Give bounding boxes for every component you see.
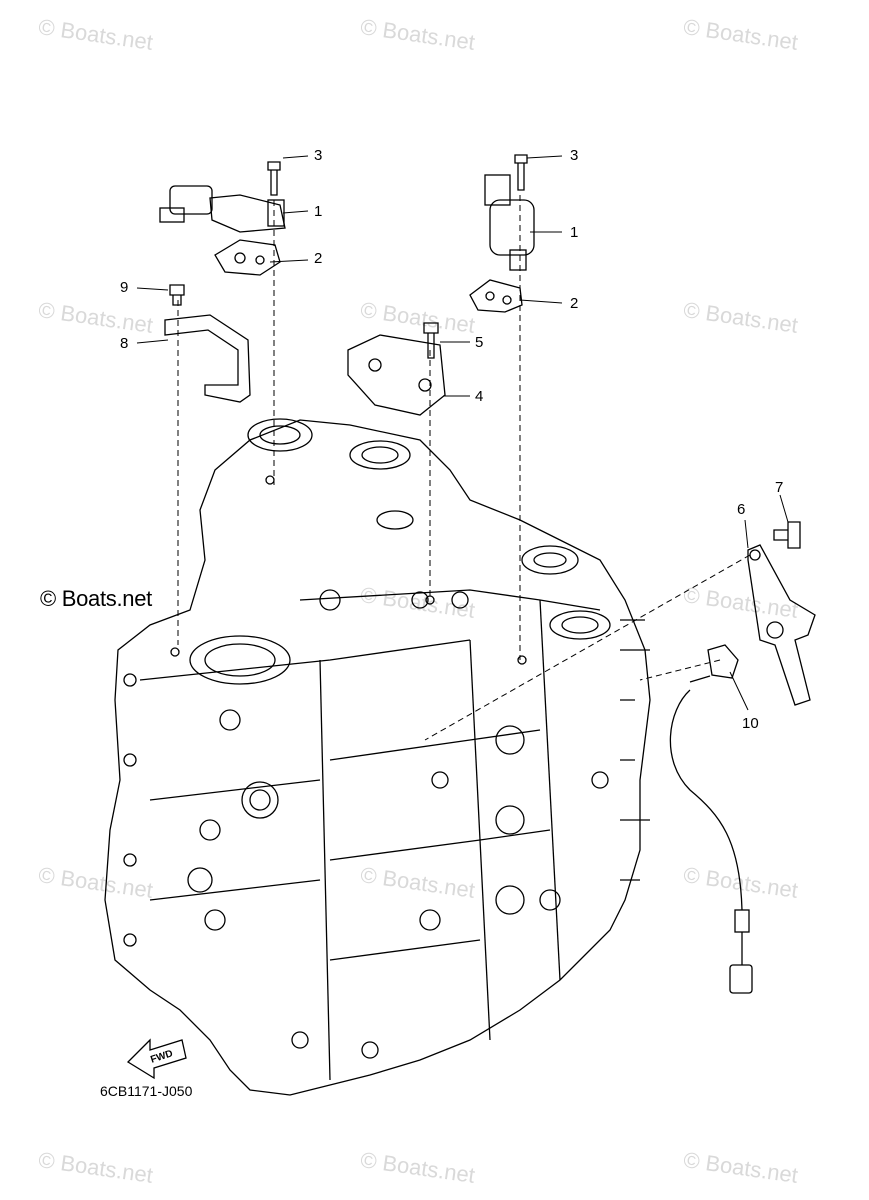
oil-control-valve-right bbox=[484, 174, 535, 271]
callout-3: 3 bbox=[570, 147, 578, 164]
bolt-left bbox=[267, 161, 281, 196]
sensor-bracket bbox=[747, 544, 816, 706]
callout-5: 5 bbox=[475, 334, 483, 351]
cylinder-block-illustration bbox=[104, 418, 651, 1096]
oil-control-valve-left bbox=[159, 185, 286, 233]
bracket bbox=[164, 314, 251, 403]
assembly-lines bbox=[177, 195, 751, 741]
callout-1: 1 bbox=[314, 203, 322, 220]
bolt-bracket bbox=[169, 284, 185, 306]
copyright-label: © Boats.net bbox=[40, 586, 152, 611]
bolt-sensor-bracket bbox=[773, 521, 801, 549]
knock-sensor bbox=[669, 644, 753, 994]
bolt-right bbox=[514, 154, 528, 191]
callout-3: 3 bbox=[314, 147, 322, 164]
callout-1: 1 bbox=[570, 224, 578, 241]
callout-6: 6 bbox=[737, 501, 745, 518]
callout-leaders bbox=[136, 155, 789, 711]
bolt-cover bbox=[423, 322, 439, 359]
callout-7: 7 bbox=[775, 479, 783, 496]
callout-2: 2 bbox=[314, 250, 322, 267]
cover bbox=[347, 334, 446, 416]
callout-2: 2 bbox=[570, 295, 578, 312]
gasket-left bbox=[214, 239, 281, 276]
callout-10: 10 bbox=[742, 715, 759, 732]
callout-4: 4 bbox=[475, 388, 483, 405]
fwd-arrow-icon bbox=[126, 1038, 187, 1080]
callout-9: 9 bbox=[120, 279, 128, 296]
callout-8: 8 bbox=[120, 335, 128, 352]
diagram-code: 6CB1171-J050 bbox=[100, 1083, 193, 1099]
gasket-right bbox=[469, 279, 523, 313]
